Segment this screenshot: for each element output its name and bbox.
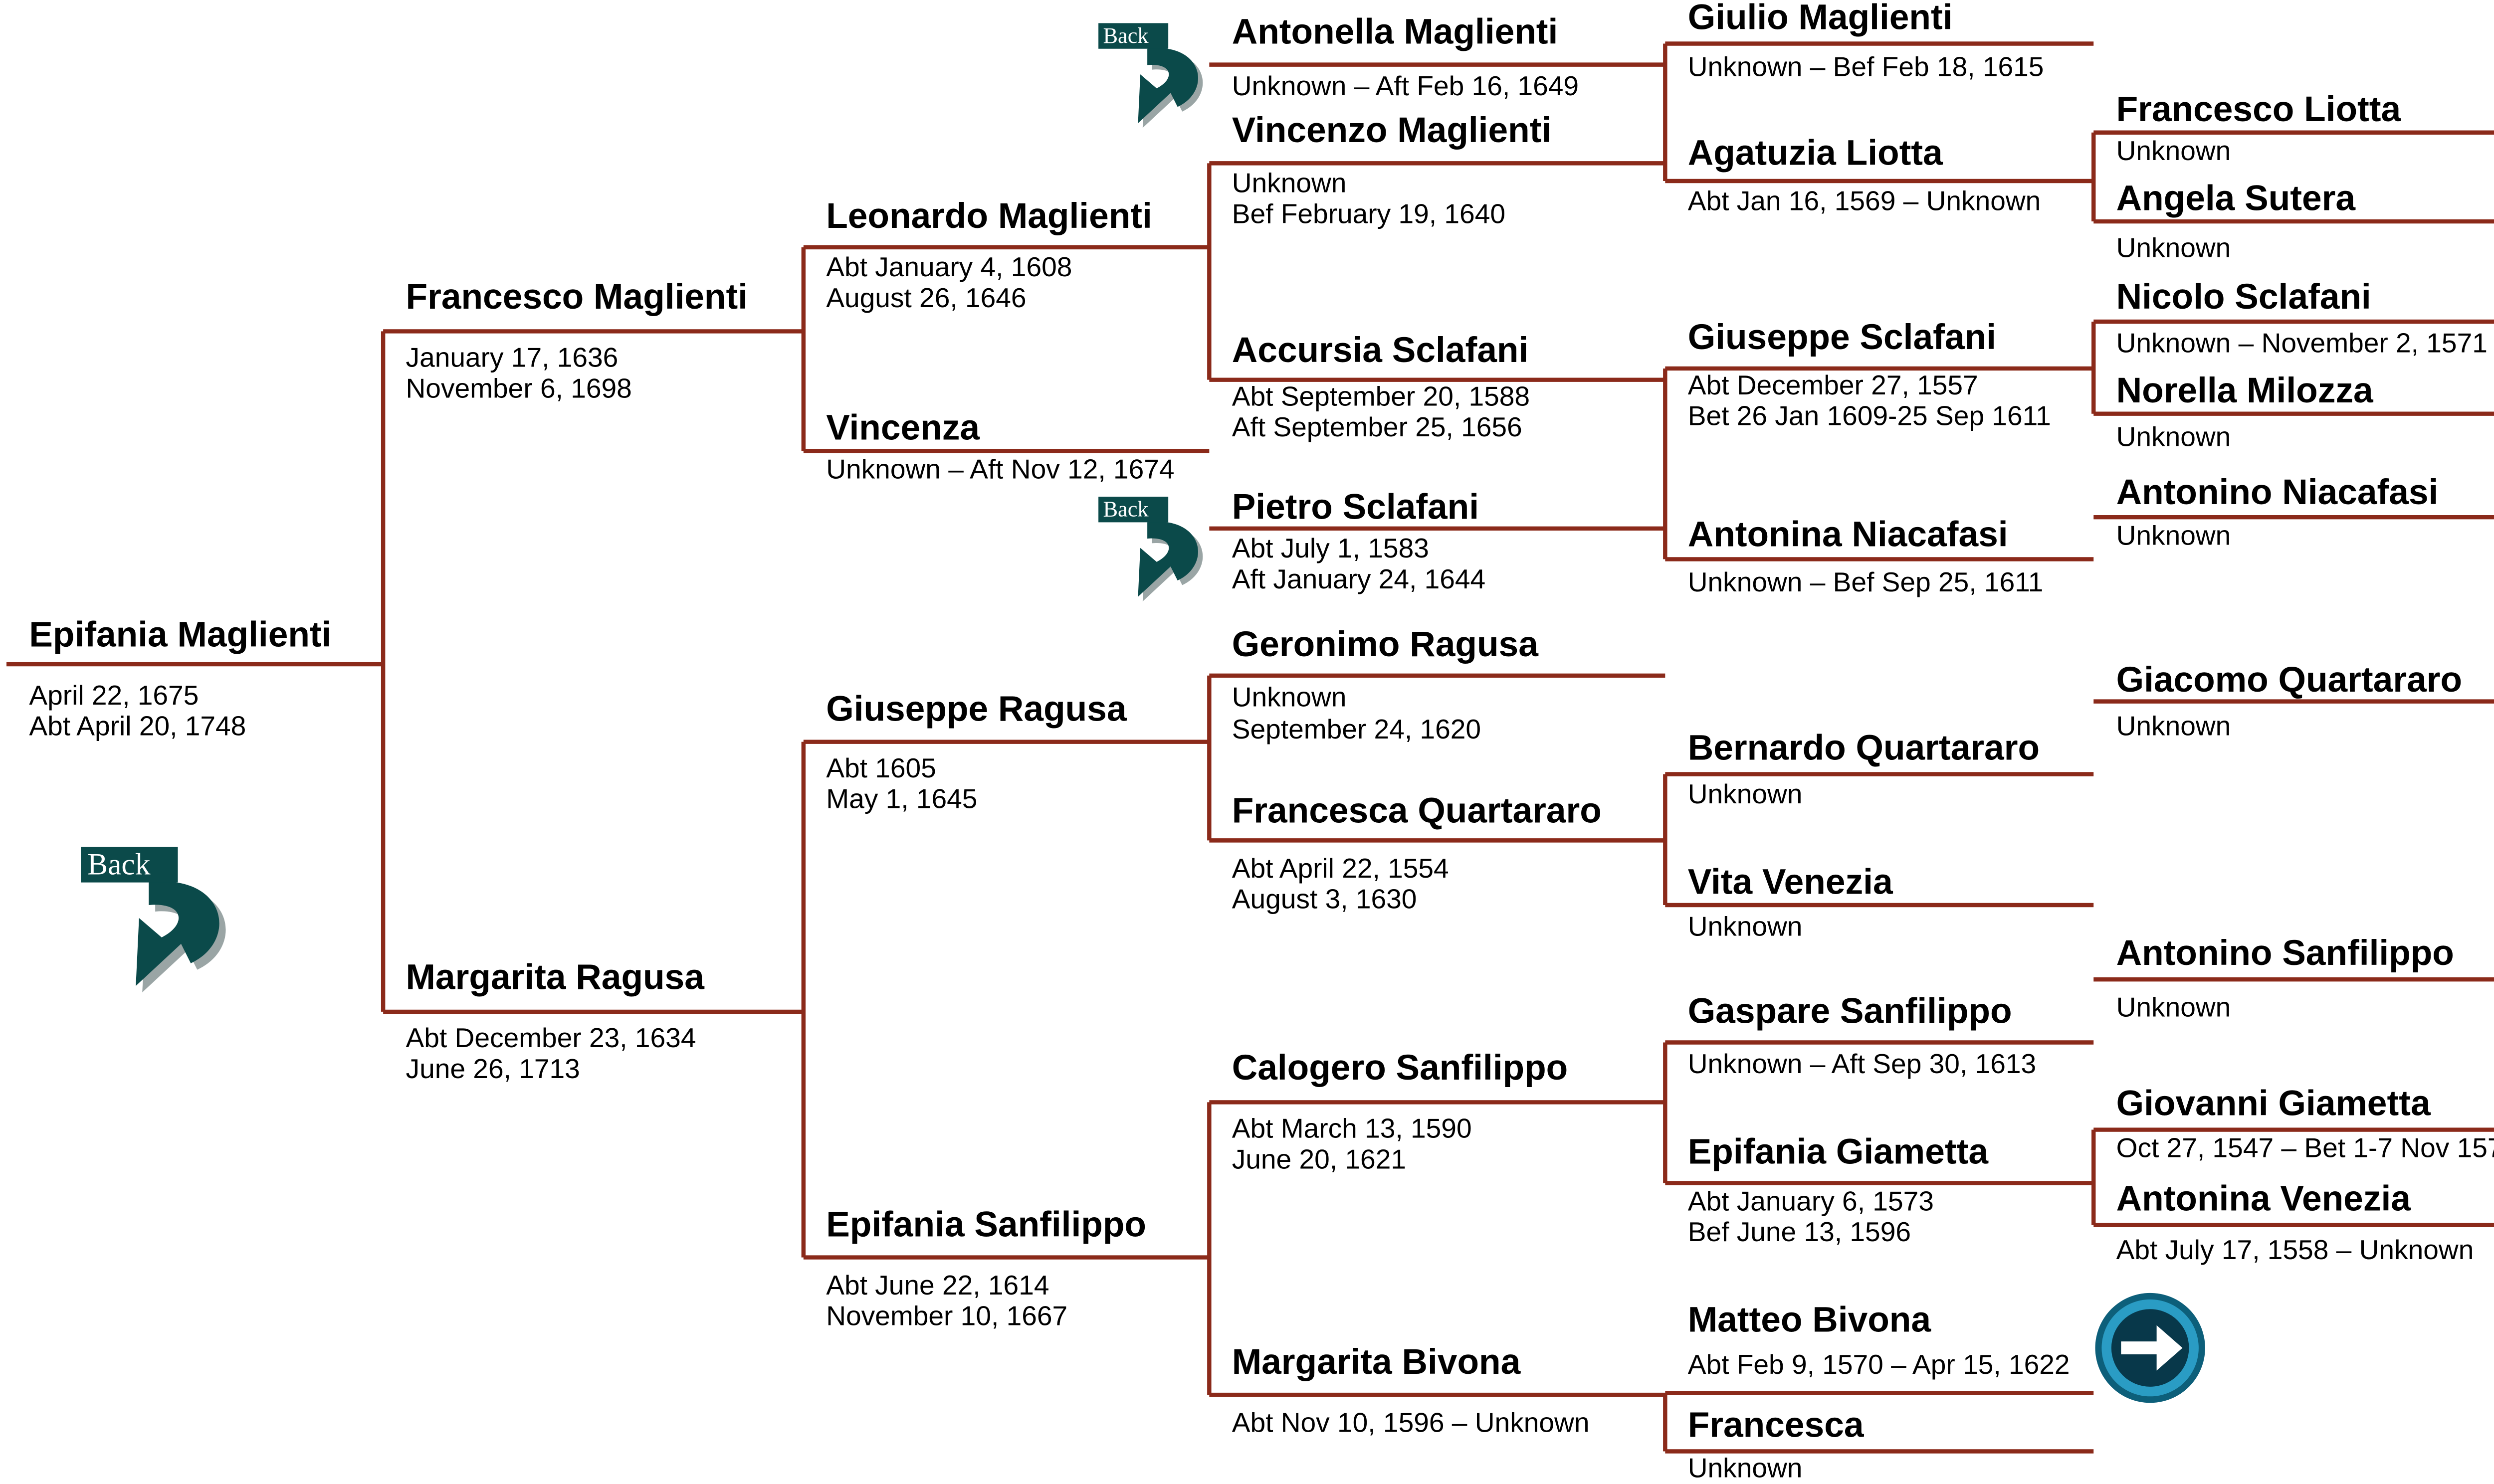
person-name[interactable]: Giacomo Quartararo [2116,659,2463,700]
person-dates: Unknown [2116,711,2231,742]
person-name[interactable]: Francesco Liotta [2116,89,2401,130]
person-dates: November 10, 1667 [826,1301,1068,1332]
person-dates: Abt Nov 10, 1596 – Unknown [1232,1407,1590,1439]
person-dates: June 20, 1621 [1232,1144,1406,1175]
person-dates: Unknown – Bef Feb 18, 1615 [1687,51,2044,83]
person-dates: Unknown [1232,168,1347,199]
person-dates: Abt September 20, 1588 [1232,381,1530,412]
person-dates: Aft January 24, 1644 [1232,564,1486,595]
person-name[interactable]: Antonino Sanfilippo [2116,932,2454,973]
back-button[interactable]: Back [78,844,239,1000]
person-dates: Abt March 13, 1590 [1232,1113,1472,1144]
person-dates: Unknown [1687,779,1803,810]
back-label: Back [87,847,151,881]
curved-back-arrow-icon: Back [81,847,226,993]
person-name[interactable]: Angela Sutera [2116,178,2356,218]
person-dates: Abt July 1, 1583 [1232,533,1429,564]
person-name[interactable]: Norella Milozza [2116,370,2373,411]
person-name[interactable]: Accursia Sclafani [1232,330,1529,371]
person-dates: Unknown [1687,1453,1803,1484]
person-dates: Oct 27, 1547 – Bet 1-7 Nov 1578 [2116,1133,2494,1164]
person-name[interactable]: Margarita Bivona [1232,1341,1521,1382]
person-name[interactable]: Gaspare Sanfilippo [1687,990,2012,1031]
person-dates: Abt July 17, 1558 – Unknown [2116,1235,2474,1266]
person-name[interactable]: Nicolo Sclafani [2116,276,2371,317]
person-dates: Unknown [2116,421,2231,453]
person-dates: Abt December 27, 1557 [1687,370,1978,401]
curved-back-arrow-icon: Back [1098,497,1203,602]
person-name[interactable]: Giovanni Giametta [2116,1083,2431,1123]
person-name[interactable]: Leonardo Maglienti [826,195,1152,236]
person-dates: Unknown – Aft Feb 16, 1649 [1232,71,1579,102]
back-label: Back [1103,497,1149,522]
person-dates: Aft September 25, 1656 [1232,412,1522,443]
person-dates: November 6, 1698 [406,373,632,404]
right-arrow-circle-icon [2095,1293,2205,1403]
person-name[interactable]: Francesca [1687,1404,1864,1445]
person-name[interactable]: Agatuzia Liotta [1687,132,1943,173]
person-dates: Abt June 22, 1614 [826,1270,1049,1301]
person-dates: Unknown [1232,682,1347,713]
person-dates: August 26, 1646 [826,283,1027,314]
person-name[interactable]: Geronimo Ragusa [1232,624,1538,665]
back-button-antonella[interactable]: Back [1096,19,1212,138]
person-name[interactable]: Matteo Bivona [1687,1299,1931,1340]
person-name[interactable]: Giulio Maglienti [1687,0,1953,37]
person-name[interactable]: Epifania Sanfilippo [826,1204,1146,1245]
person-dates: Unknown [2116,232,2231,264]
person-name[interactable]: Vincenzo Maglienti [1232,110,1552,151]
person-name[interactable]: Francesca Quartararo [1232,790,1602,831]
person-dates: Unknown [2116,136,2231,167]
back-label: Back [1103,23,1149,48]
person-dates: Abt January 4, 1608 [826,252,1072,283]
person-dates: August 3, 1630 [1232,884,1417,915]
person-name[interactable]: Francesco Maglienti [406,276,748,317]
person-name[interactable]: Antonina Venezia [2116,1178,2411,1219]
person-dates: June 26, 1713 [406,1054,580,1085]
person-name[interactable]: Bernardo Quartararo [1687,727,2040,768]
person-dates: January 17, 1636 [406,343,619,373]
next-generation-button[interactable] [2092,1290,2208,1414]
person-dates: Unknown – November 2, 1571 [2116,328,2488,359]
person-dates: Abt Feb 9, 1570 – Apr 15, 1622 [1687,1349,2070,1380]
person-name[interactable]: Vita Venezia [1687,861,1893,902]
person-dates: Abt Jan 16, 1569 – Unknown [1687,186,2041,217]
person-dates: Abt April 22, 1554 [1232,853,1449,884]
person-dates: Abt 1605 [826,753,936,784]
person-dates: Unknown [2116,992,2231,1023]
person-dates: Bef February 19, 1640 [1232,198,1506,230]
person-dates: September 24, 1620 [1232,714,1481,745]
person-dates: Unknown – Aft Nov 12, 1674 [826,454,1175,485]
person-name[interactable]: Pietro Sclafani [1232,486,1479,527]
person-name[interactable]: Margarita Ragusa [406,956,704,997]
person-dates: Unknown [1687,911,1803,942]
person-name[interactable]: Vincenza [826,407,980,448]
person-dates: Abt January 6, 1573 [1687,1186,1934,1217]
person-dates: Abt December 23, 1634 [406,1023,696,1054]
person-name[interactable]: Antonella Maglienti [1232,11,1558,52]
person-name[interactable]: Giuseppe Sclafani [1687,317,1996,358]
person-dates: Unknown – Aft Sep 30, 1613 [1687,1049,2037,1080]
person-dates: Unknown [2116,520,2231,552]
person-dates: May 1, 1645 [826,783,978,815]
person-name[interactable]: Epifania Maglienti [29,614,332,655]
person-dates: April 22, 1675 [29,680,199,712]
person-dates: Bef June 13, 1596 [1687,1217,1911,1248]
back-button-pietro[interactable]: Back [1096,493,1212,611]
person-name[interactable]: Giuseppe Ragusa [826,688,1127,729]
person-dates: Bet 26 Jan 1609-25 Sep 1611 [1687,400,2051,432]
person-name[interactable]: Antonina Niacafasi [1687,514,2008,555]
person-dates: Abt April 20, 1748 [29,711,246,742]
person-name[interactable]: Calogero Sanfilippo [1232,1047,1568,1088]
person-name[interactable]: Epifania Giametta [1687,1131,1989,1172]
curved-back-arrow-icon: Back [1098,23,1203,128]
person-dates: Unknown – Bef Sep 25, 1611 [1687,567,2044,598]
person-name[interactable]: Antonino Niacafasi [2116,472,2439,513]
